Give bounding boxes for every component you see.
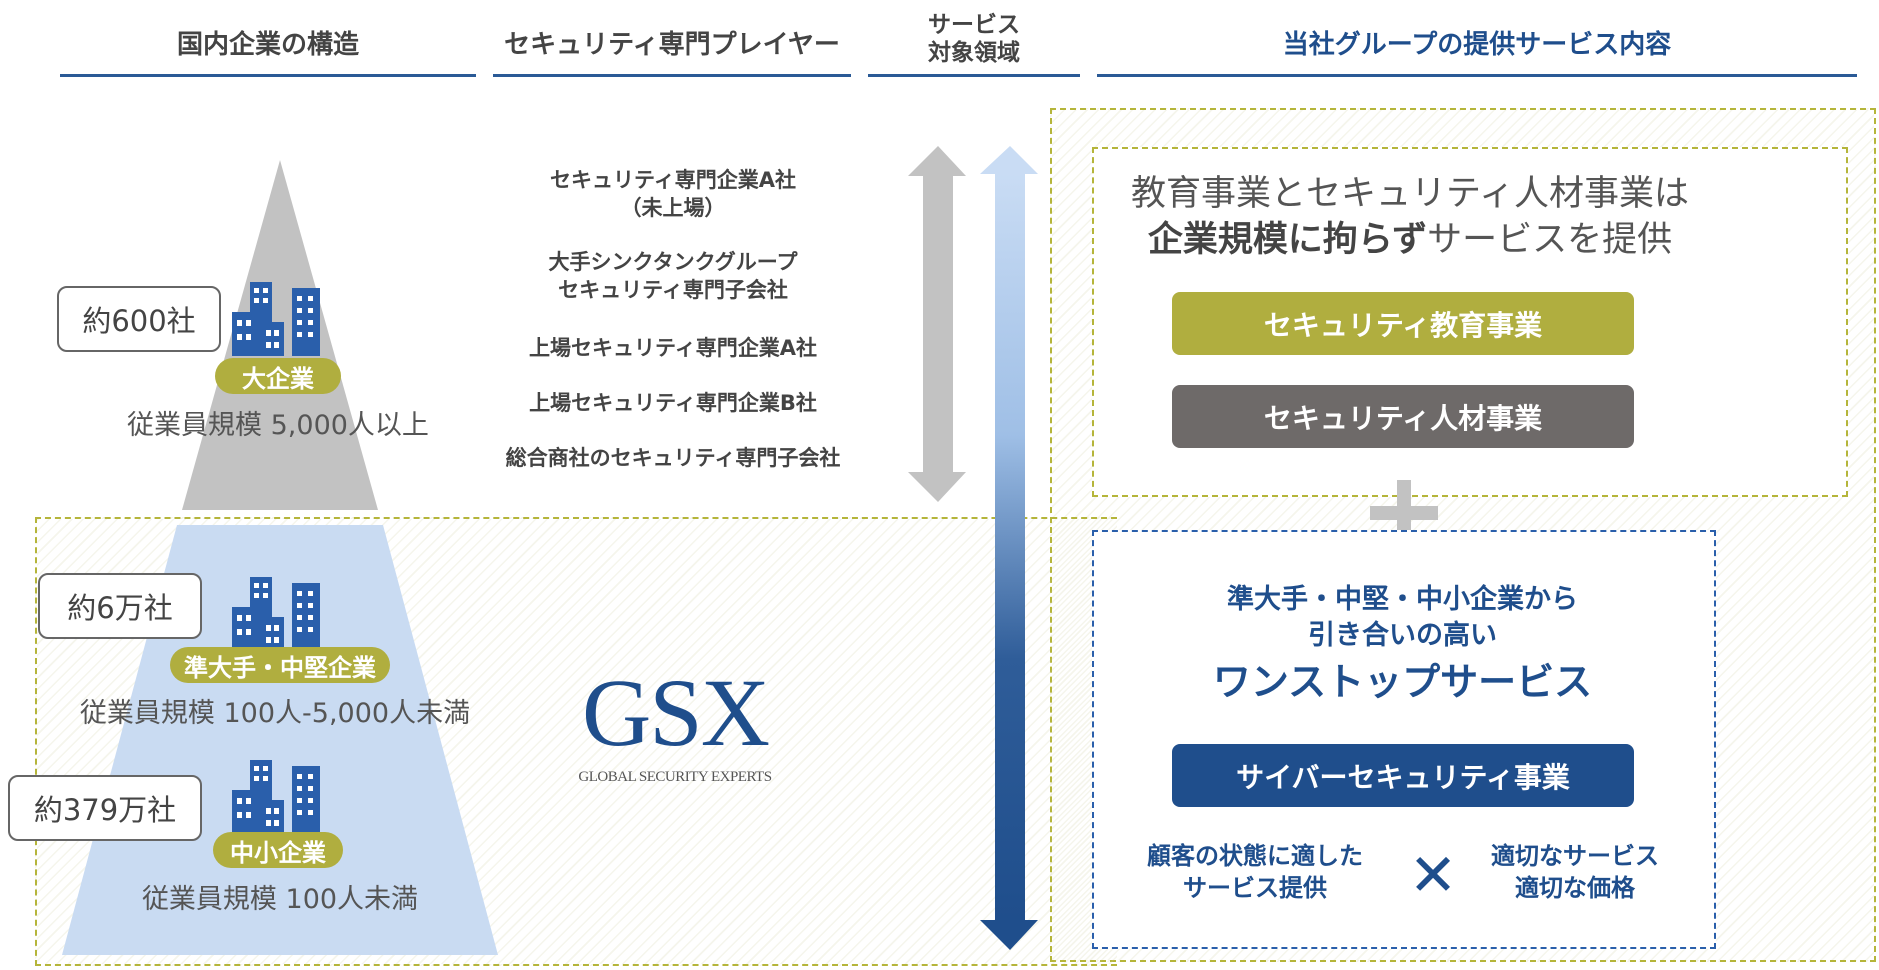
player-name: 総合商社のセキュリティ専門子会社 xyxy=(505,446,841,470)
player-name: セキュリティ専門企業A社 xyxy=(550,168,796,192)
upper-heading-line2: 企業規模に拘らずサービスを提供 xyxy=(1120,218,1700,264)
feature-right: 適切なサービス 適切な価格 xyxy=(1460,840,1690,905)
education-business-button[interactable]: セキュリティ教育事業 xyxy=(1172,292,1634,355)
tier-label-mid: 準大手・中堅企業 xyxy=(170,647,390,683)
tier-label-large: 大企業 xyxy=(215,358,341,394)
lower-heading-line3: ワンストップサービス xyxy=(1212,659,1593,704)
header-structure: 国内企業の構造 xyxy=(60,18,476,77)
gsx-range-arrow xyxy=(980,146,1038,950)
player-item: 総合商社のセキュリティ専門子会社 xyxy=(453,444,893,472)
feature-left-line2: サービス提供 xyxy=(1183,874,1327,903)
players-range-arrow xyxy=(908,146,966,502)
times-icon: ✕ xyxy=(1408,841,1458,909)
count-mid: 約6万社 xyxy=(38,573,202,639)
building-icon xyxy=(232,282,320,356)
player-item: セキュリティ専門企業A社 （未上場） xyxy=(453,166,893,223)
tier-desc-small: 従業員規模 100人未満 xyxy=(141,884,419,915)
player-name: 大手シンクタンクグループ xyxy=(548,250,798,274)
tier-desc-large: 従業員規模 5,000人以上 xyxy=(127,410,429,441)
lower-heading-line2: 引き合いの高い xyxy=(1308,620,1497,652)
count-small: 約379万社 xyxy=(8,775,202,841)
lower-panel-heading: 準大手・中堅・中小企業から 引き合いの高い ワンストップサービス xyxy=(1100,582,1705,708)
player-name: 上場セキュリティ専門企業A社 xyxy=(529,336,817,360)
building-icon xyxy=(232,760,320,834)
feature-right-line1: 適切なサービス xyxy=(1491,842,1659,870)
upper-heading-line1: 教育事業とセキュリティ人材事業は xyxy=(1131,174,1689,214)
player-item: 上場セキュリティ専門企業A社 xyxy=(453,334,893,362)
header-target-line2: 対象領域 xyxy=(928,40,1020,66)
header-target-line1: サービス xyxy=(928,12,1020,39)
header-target-area: サービス 対象領域 xyxy=(868,6,1080,77)
upper-panel-heading: 教育事業とセキュリティ人材事業は 企業規模に拘らずサービスを提供 xyxy=(1120,172,1700,263)
player-item: 大手シンクタンクグループ セキュリティ専門子会社 xyxy=(453,248,893,305)
feature-left: 顧客の状態に適した サービス提供 xyxy=(1130,840,1380,905)
feature-right-line2: 適切な価格 xyxy=(1515,874,1635,903)
lower-heading-line1: 準大手・中堅・中小企業から xyxy=(1227,584,1578,615)
talent-business-button[interactable]: セキュリティ人材事業 xyxy=(1172,385,1634,448)
header-players: セキュリティ専門プレイヤー xyxy=(493,18,851,77)
feature-left-line1: 顧客の状態に適した xyxy=(1147,842,1363,870)
player-item: 上場セキュリティ専門企業B社 xyxy=(453,389,893,417)
plus-icon xyxy=(1370,480,1438,546)
player-note: セキュリティ専門子会社 xyxy=(558,278,788,303)
upper-heading-bold: 企業規模に拘らず xyxy=(1147,219,1428,260)
player-name: 上場セキュリティ専門企業B社 xyxy=(529,391,817,415)
header-services: 当社グループの提供サービス内容 xyxy=(1097,18,1857,77)
gsx-logo: GSX GLOBAL SECURITY EXPERTS xyxy=(560,665,790,786)
gsx-logo-mark: GSX xyxy=(581,659,770,766)
gsx-logo-tagline: GLOBAL SECURITY EXPERTS xyxy=(578,769,772,785)
player-note: （未上場） xyxy=(620,196,726,221)
cyber-security-business-button[interactable]: サイバーセキュリティ事業 xyxy=(1172,744,1634,807)
lower-service-panel xyxy=(1092,530,1716,949)
upper-heading-rest: サービスを提供 xyxy=(1427,219,1673,260)
tier-desc-mid: 従業員規模 100人-5,000人未満 xyxy=(79,698,471,729)
tier-label-small: 中小企業 xyxy=(213,832,343,868)
building-icon xyxy=(232,577,320,651)
count-large: 約600社 xyxy=(57,286,221,352)
